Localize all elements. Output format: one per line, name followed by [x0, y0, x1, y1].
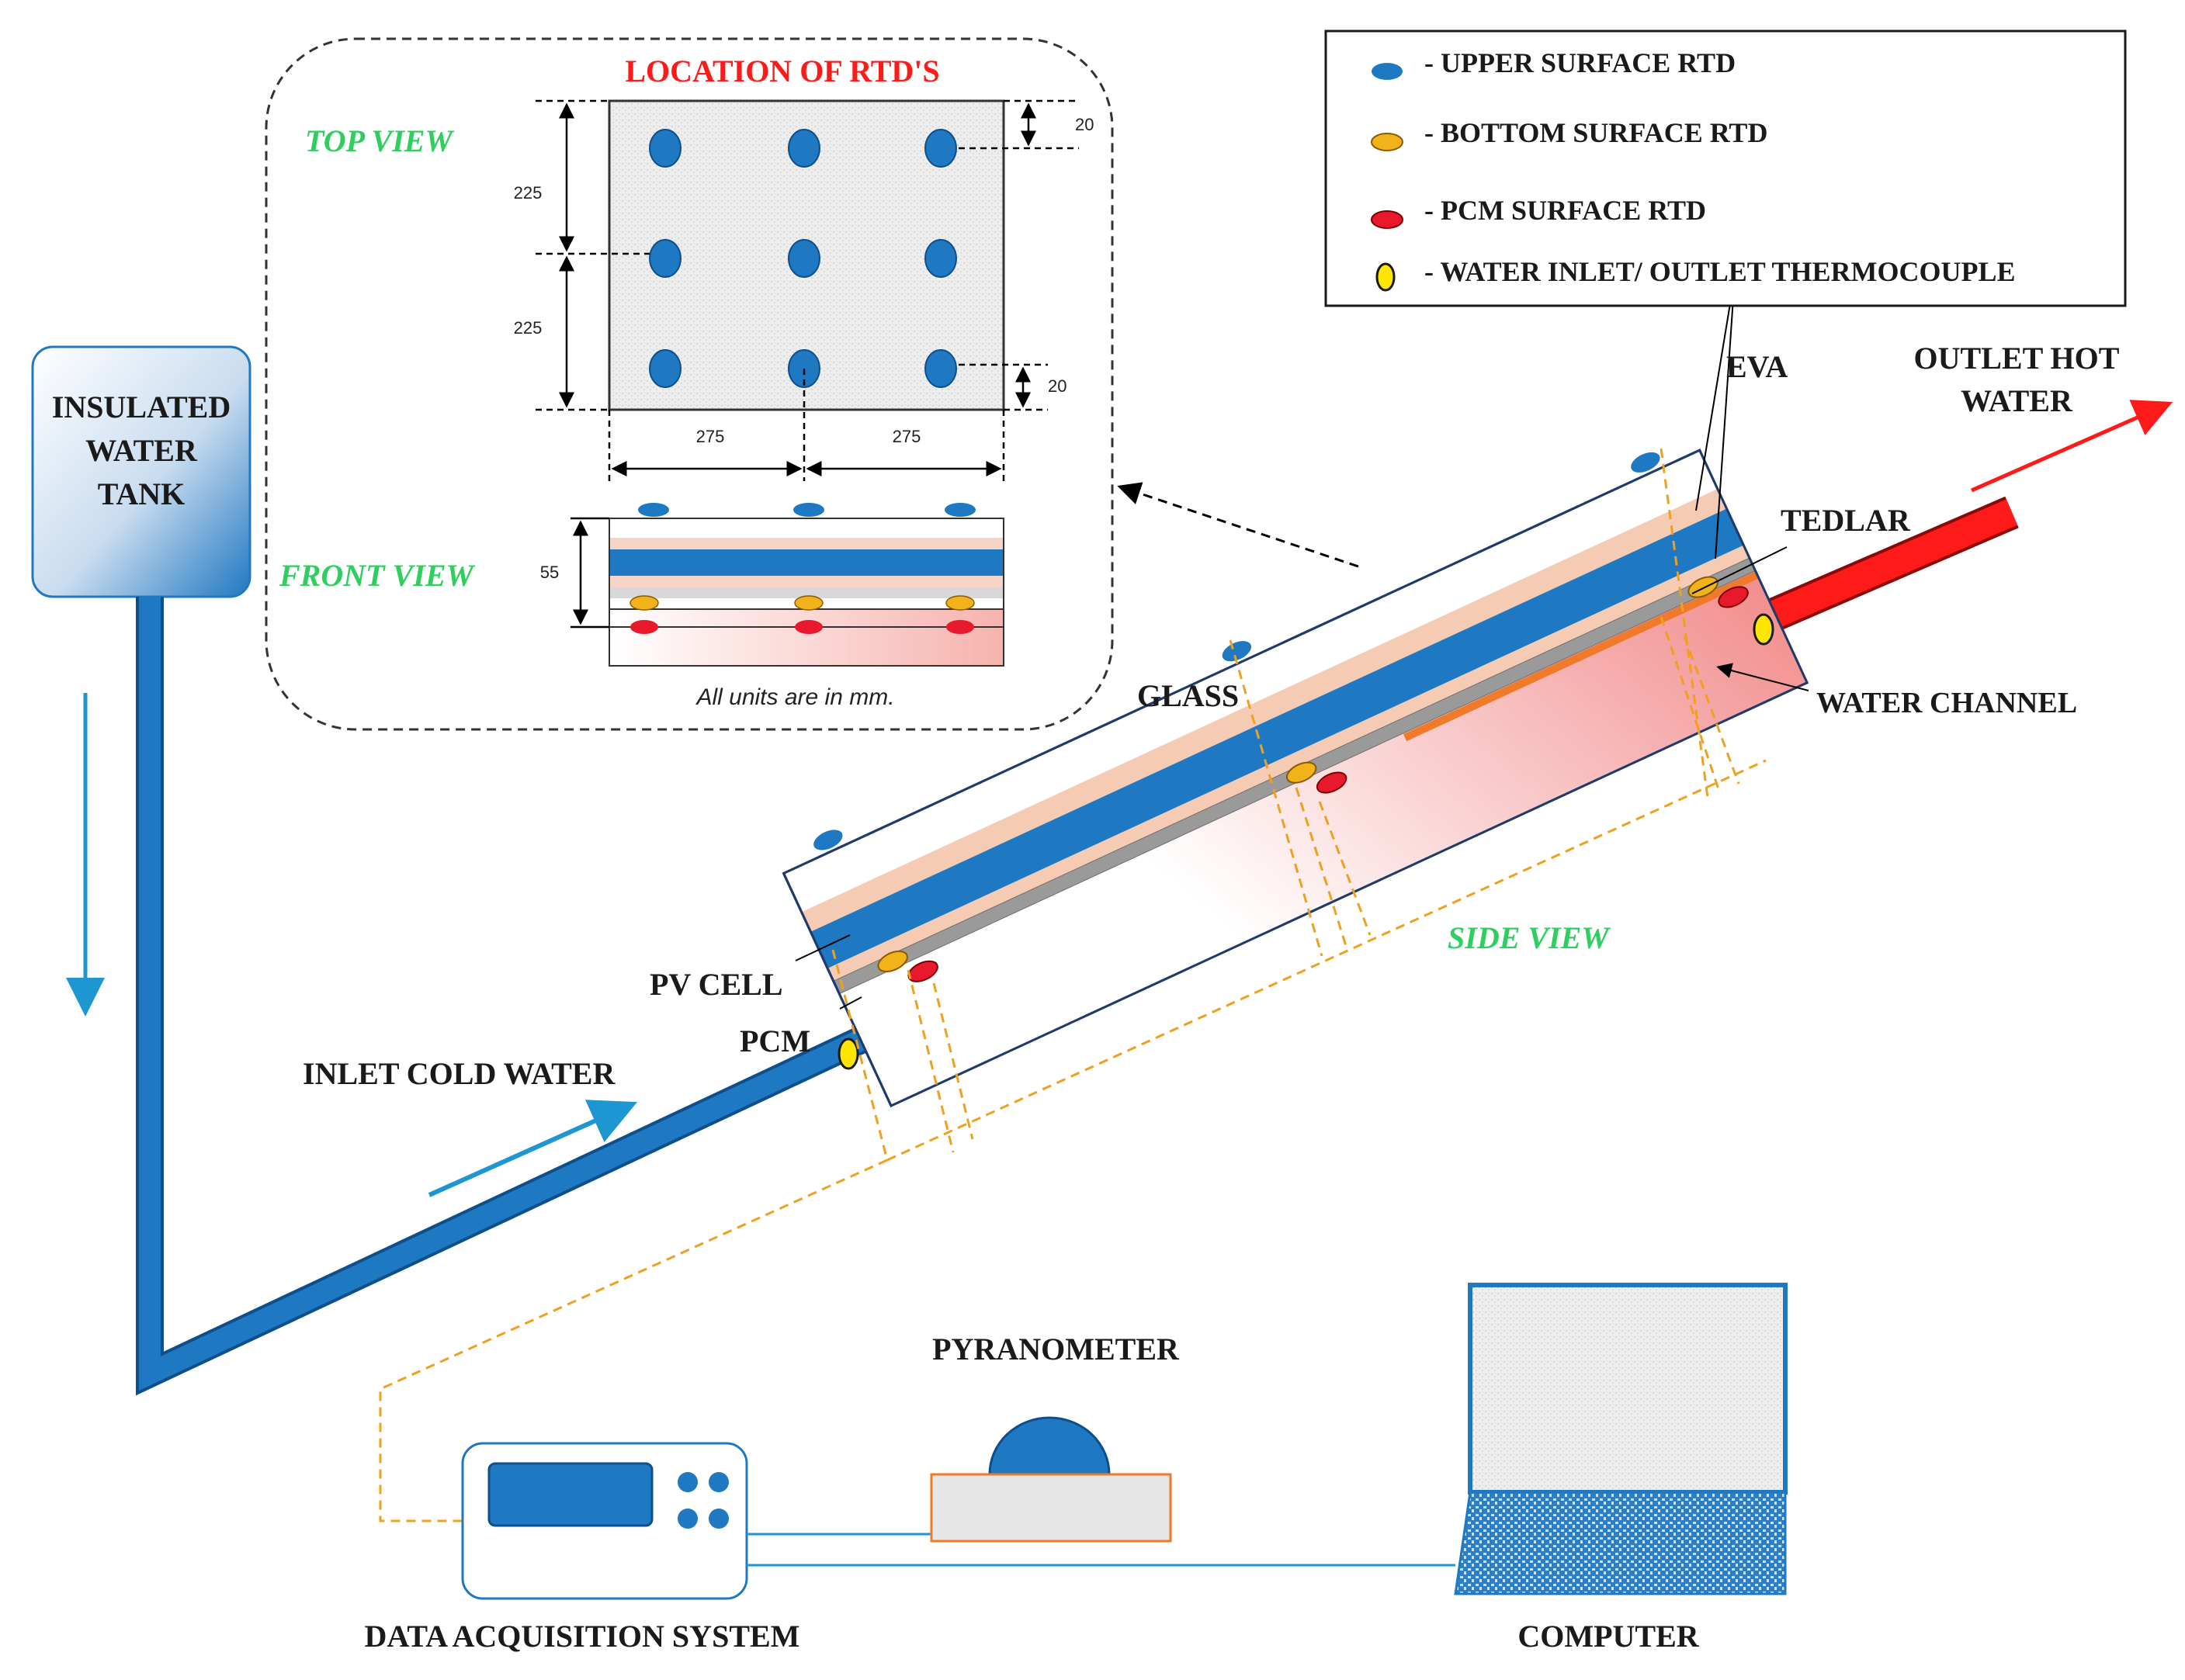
inset-pointer	[1117, 482, 1359, 568]
legend-bottom-rtd-text: - BOTTOM SURFACE RTD	[1424, 117, 1767, 148]
rtd-location-inset: LOCATION OF RTD'S TOP VIEW FRONT VIEW	[265, 37, 1114, 731]
tank-label-line3: TANK	[98, 476, 186, 511]
data-cables	[747, 1533, 1455, 1567]
inlet-flow-arrow	[428, 1100, 637, 1197]
upper-rtd-marker	[1631, 452, 1660, 473]
front-view-dimension	[571, 517, 609, 629]
outlet-thermocouple-marker	[1753, 613, 1774, 646]
daq-button	[709, 1472, 729, 1492]
dim-width-left: 275	[696, 427, 725, 446]
pyranometer	[930, 1416, 1172, 1543]
daq-button	[709, 1509, 729, 1529]
legend-box: - UPPER SURFACE RTD - BOTTOM SURFACE RTD…	[1324, 29, 2127, 307]
pcm-rtd-marker	[1316, 771, 1347, 794]
water-channel-label: WATER CHANNEL	[1816, 687, 2077, 719]
upper-rtd-marker	[813, 830, 843, 850]
computer-laptop	[1454, 1283, 1788, 1595]
legend-thermocouple-text: - WATER INLET/ OUTLET THERMOCOUPLE	[1424, 256, 2016, 287]
computer-label: COMPUTER	[1517, 1619, 1699, 1654]
legend-upper-rtd-marker	[1372, 63, 1403, 80]
daq-display	[487, 1462, 654, 1527]
bottom-rtd-marker	[1285, 761, 1317, 784]
dim-width-right: 275	[893, 427, 921, 446]
front-view-label: FRONT VIEW	[279, 558, 475, 593]
daq-label: DATA ACQUISITION SYSTEM	[365, 1619, 800, 1654]
data-acquisition-unit	[461, 1442, 748, 1600]
pyranometer-label: PYRANOMETER	[932, 1332, 1180, 1367]
outlet-label-line1: OUTLET HOT	[1914, 341, 2120, 376]
inlet-thermocouple-marker	[838, 1037, 859, 1070]
top-view-dimensions	[536, 99, 1079, 481]
front-view-rtd-markers	[629, 503, 976, 634]
tedlar-label: TEDLAR	[1781, 503, 1911, 538]
pv-pcm-panel-side-view	[782, 449, 1809, 1107]
dim-offset-bottom: 20	[1048, 376, 1066, 396]
top-view-rtd-grid	[649, 129, 957, 388]
units-note: All units are in mm.	[695, 684, 894, 710]
legend-pcm-rtd-marker	[1371, 210, 1403, 229]
outlet-flow-arrow	[1970, 400, 2173, 493]
front-view-layers	[609, 518, 1004, 667]
eva-label: EVA	[1726, 349, 1788, 384]
tank-label-line2: WATER	[85, 433, 198, 468]
upper-rtd-marker	[1222, 641, 1252, 662]
inlet-label: INLET COLD WATER	[303, 1056, 616, 1091]
laptop-screen	[1468, 1283, 1788, 1495]
dim-height-top: 225	[514, 183, 543, 203]
tank-label-line1: INSULATED	[52, 390, 231, 424]
legend-bottom-rtd-marker	[1371, 133, 1403, 151]
label-leaders	[795, 275, 1788, 1010]
bottom-rtd-marker	[877, 950, 908, 972]
laptop-keyboard	[1454, 1491, 1787, 1595]
pv-cell-label: PV CELL	[650, 967, 783, 1002]
pcm-rtd-marker	[1718, 586, 1749, 608]
glass-label: GLASS	[1137, 678, 1239, 713]
hot-water-pipe	[1732, 496, 2019, 646]
daq-button	[678, 1509, 698, 1529]
dim-height-bottom: 225	[514, 318, 543, 338]
legend-pcm-rtd-text: - PCM SURFACE RTD	[1424, 195, 1706, 226]
legend-thermocouple-marker	[1375, 262, 1396, 292]
insulated-water-tank: INSULATED WATER TANK	[31, 345, 251, 598]
pcm-label: PCM	[740, 1024, 810, 1058]
water-channel-pointer	[1716, 663, 1809, 691]
dim-thickness: 55	[540, 563, 559, 582]
location-title: LOCATION OF RTD'S	[625, 54, 939, 88]
top-view-label: TOP VIEW	[305, 123, 454, 158]
outlet-label-line2: WATER	[1961, 383, 2073, 418]
legend-upper-rtd-text: - UPPER SURFACE RTD	[1424, 47, 1736, 78]
dim-offset-top: 20	[1075, 115, 1094, 134]
cold-water-pipe	[136, 597, 876, 1396]
side-view-label: SIDE VIEW	[1448, 920, 1611, 955]
signal-wires	[379, 448, 1767, 1522]
daq-button	[678, 1472, 698, 1492]
